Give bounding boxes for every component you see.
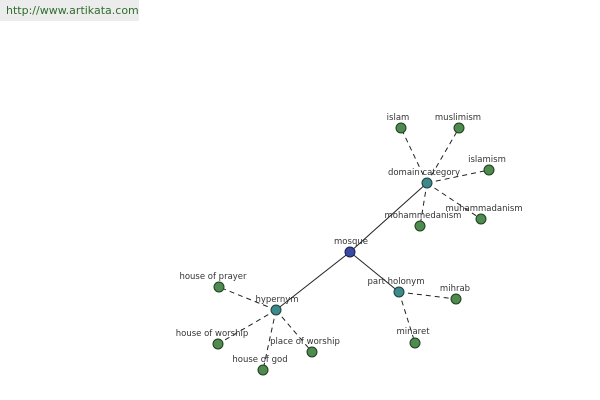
label-hypernym: hypernym [255,295,298,305]
node-house-of-prayer[interactable] [213,281,225,293]
label-islam: islam [387,113,410,123]
edge-hyp-place-of-worship [275,309,313,353]
node-part-holonym[interactable] [393,286,405,298]
label-part-holonym: part holonym [368,277,425,287]
label-domain-category: domain category [388,168,460,178]
edge-domain-muslimism [426,127,460,184]
edge-hyp-house-of-prayer [218,286,277,311]
edge-root-domain [349,182,428,253]
label-muhammadanism: muhammadanism [445,204,522,214]
node-mohammedanism[interactable] [414,220,426,232]
node-house-of-god[interactable] [257,364,269,376]
node-hypernym[interactable] [270,304,282,316]
edge-domain-mohammedanism [419,182,428,227]
node-muslimism[interactable] [453,122,465,134]
label-muslimism: muslimism [435,113,481,123]
label-house-of-worship: house of worship [176,329,248,339]
edge-hyp-house-of-god [262,309,277,371]
node-place-of-worship[interactable] [306,346,318,358]
node-islamism[interactable] [483,164,495,176]
label-mihrab: mihrab [440,284,470,294]
label-mohammedanism: mohammedanism [385,211,462,221]
node-mihrab[interactable] [450,293,462,305]
label-house-of-god: house of god [232,355,287,365]
edge-part-mihrab [398,291,457,300]
edge-root-hypernym [275,251,351,311]
label-islamism: islamism [468,155,506,165]
label-house-of-prayer: house of prayer [179,272,247,282]
edge-root-part [349,251,400,293]
node-minaret[interactable] [409,337,421,349]
edge-domain-islam [400,127,428,184]
edge-domain-muhammadanism [426,182,482,220]
node-muhammadanism[interactable] [475,213,487,225]
source-url: http://www.artikata.com [0,0,139,21]
node-mosque[interactable] [344,246,356,258]
label-minaret: minaret [396,327,430,337]
node-domain-category[interactable] [421,177,433,189]
node-islam[interactable] [395,122,407,134]
edge-hyp-house-of-worship [217,309,277,345]
node-house-of-worship[interactable] [212,338,224,350]
label-mosque: mosque [334,237,368,247]
label-place-of-worship: place of worship [270,337,340,347]
edge-domain-islamism [426,169,490,184]
